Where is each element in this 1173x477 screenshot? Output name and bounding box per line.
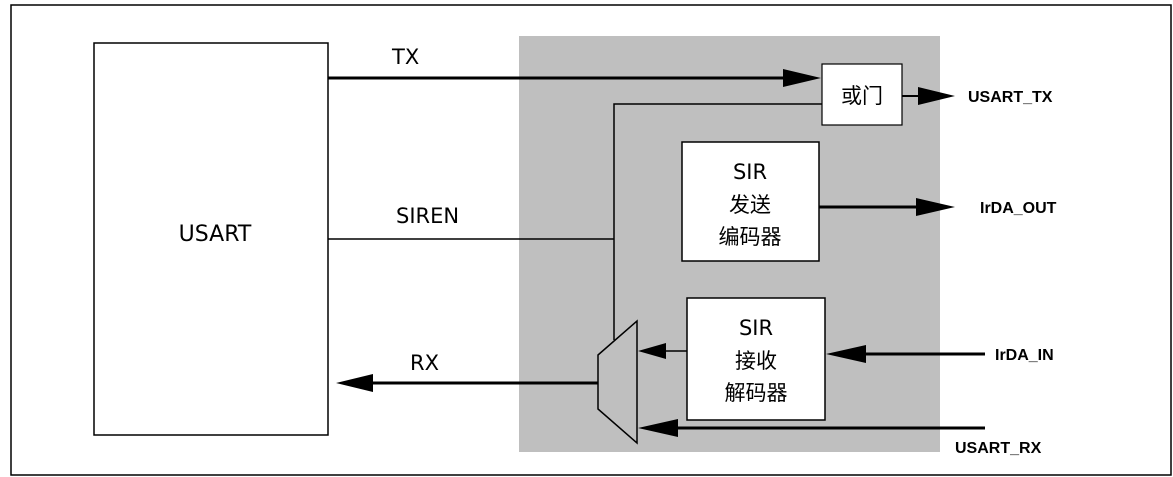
usart-tx-pin-label: USART_TX (968, 89, 1053, 106)
irda-in-arrowhead (826, 345, 866, 363)
sir-decoder-line1: SIR (739, 316, 773, 340)
rx-mux (597, 319, 638, 445)
irda-out-arrowhead (916, 198, 955, 216)
sir-encoder-block (681, 141, 820, 262)
decoder-to-mux-arrowhead (638, 343, 666, 359)
sir-encoder-line2: 发送 (729, 193, 771, 217)
irda-out-pin-label: IrDA_OUT (980, 200, 1057, 217)
usart-block (93, 42, 329, 436)
sir-decoder-line3: 解码器 (725, 381, 788, 405)
siren-label: SIREN (396, 204, 459, 228)
tx-arrowhead (783, 69, 821, 87)
or-gate-label: 或门 (841, 84, 883, 108)
sir-decoder-block (686, 297, 826, 421)
sir-encoder-line3: 编码器 (719, 225, 782, 249)
sir-encoder-line1: SIR (733, 160, 767, 184)
sir-decoder-line2: 接收 (735, 349, 777, 373)
rx-arrowhead (336, 374, 373, 392)
usart-label: USART (179, 222, 252, 247)
irda-in-pin-label: IrDA_IN (995, 347, 1054, 364)
usart-tx-arrowhead (918, 87, 955, 105)
rx-label: RX (410, 351, 439, 375)
usart-rx-pin-label: USART_RX (955, 440, 1042, 457)
tx-label: TX (391, 45, 419, 69)
outer-frame (10, 4, 1172, 476)
usart-rx-arrowhead (638, 419, 678, 437)
or-gate-block (821, 63, 903, 126)
siren-bus (613, 103, 822, 340)
